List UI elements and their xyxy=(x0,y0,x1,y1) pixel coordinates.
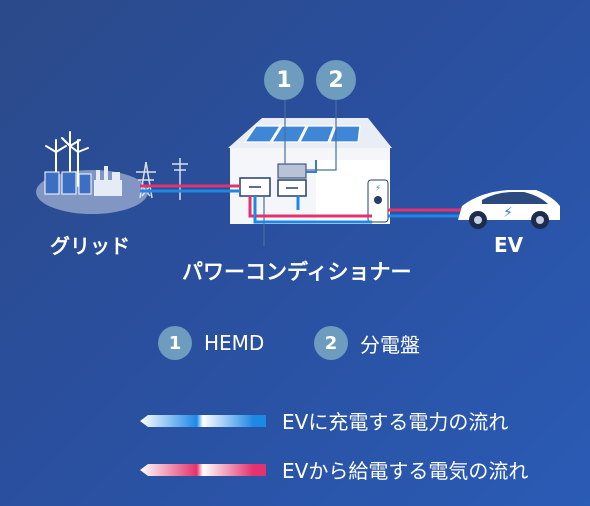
legend-discharge-flow: EVから給電する電気の流れ xyxy=(140,455,528,484)
grid-illustration xyxy=(36,131,188,214)
energy-flow-diagram: ⚡ ⚡ xyxy=(36,100,560,246)
callout-2: 2 xyxy=(316,60,356,100)
flow-lines xyxy=(140,160,470,224)
ev-car-illustration: ⚡ xyxy=(458,190,560,229)
legend-label-discharge: EVから給電する電気の流れ xyxy=(282,459,529,483)
legend-charge-flow: EVに充電する電力の流れ xyxy=(140,406,508,435)
legend-label-charge: EVに充電する電力の流れ xyxy=(282,410,509,434)
label-power-conditioner: パワーコンディショナー xyxy=(182,260,412,284)
key-item-distribution-board: 2 分電盤 xyxy=(314,326,420,360)
callout-1: 1 xyxy=(264,60,304,100)
svg-text:⚡: ⚡ xyxy=(503,205,513,221)
key-label-hemd: HEMD xyxy=(204,331,265,355)
label-ev: EV xyxy=(494,233,524,257)
house-illustration: ⚡ xyxy=(228,100,392,246)
label-grid: グリッド xyxy=(50,234,130,258)
legend-swatch-blue xyxy=(140,414,266,427)
key-number-1: 1 xyxy=(158,326,192,360)
key-item-hemd: 1 HEMD xyxy=(158,326,264,360)
legend-swatch-pink xyxy=(140,463,266,476)
svg-text:⚡: ⚡ xyxy=(375,184,381,194)
key-number-2: 2 xyxy=(314,326,348,360)
key-label-distribution-board: 分電盤 xyxy=(360,332,420,357)
